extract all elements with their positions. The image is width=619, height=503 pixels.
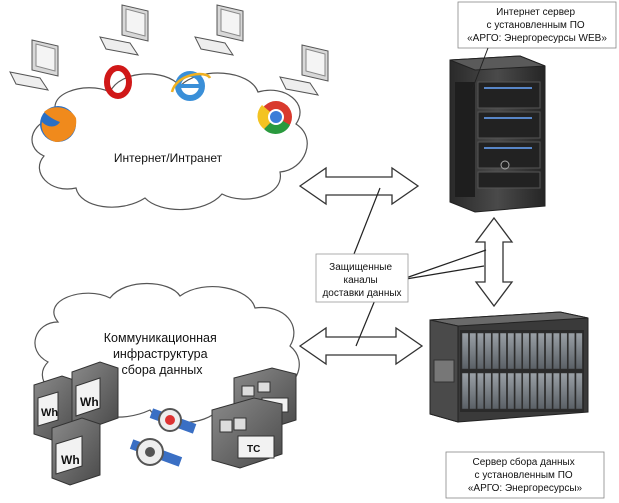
svg-text:Wh: Wh xyxy=(61,453,80,467)
blade-slot xyxy=(476,372,484,410)
internet-cloud: Интернет/Интранет xyxy=(31,72,308,211)
computer-icon xyxy=(9,39,59,91)
channels-callout-lines xyxy=(353,187,487,347)
firefox-icon xyxy=(40,106,77,142)
blade-server-side xyxy=(429,319,459,423)
collection-server-label: Сервер сбора данных с установленным ПО «… xyxy=(445,451,605,499)
blade-slot xyxy=(469,332,477,370)
arrow-internet-to-web-server xyxy=(298,166,420,206)
blade-slot xyxy=(537,332,545,370)
blade-slot xyxy=(530,372,538,410)
blade-slot xyxy=(507,332,515,370)
blade-slot xyxy=(484,372,492,410)
internet-cloud-label: Интернет/Интранет xyxy=(114,151,223,165)
blade-slot xyxy=(469,372,477,410)
channels-label: Защищенные каналы доставки данных xyxy=(315,253,409,303)
blade-slot xyxy=(560,332,568,370)
svg-text:Интернет сервер с устано: Интернет сервер с установленным ПО «АРГО… xyxy=(467,7,607,44)
web-server-label: Интернет сервер с установленным ПО «АРГО… xyxy=(457,1,617,91)
internet-explorer-icon xyxy=(170,71,212,101)
electric-meter-icon: Wh xyxy=(71,361,119,429)
blade-slot xyxy=(575,332,583,370)
blade-slot xyxy=(499,372,507,410)
web-server-icon xyxy=(449,55,546,213)
svg-text:ТС: ТС xyxy=(247,444,260,455)
svg-text:Сервер сбора данных с ус: Сервер сбора данных с установленным ПО «… xyxy=(468,456,583,494)
water-meter-icon xyxy=(149,408,197,434)
chrome-icon xyxy=(257,101,292,134)
blade-slot xyxy=(568,372,576,410)
blade-slot xyxy=(461,332,469,370)
water-meter-icon xyxy=(129,438,183,467)
electric-meter-icon: Wh xyxy=(51,417,101,486)
blade-slot xyxy=(499,332,507,370)
communication-cloud-label: Коммуникационная инфраструктура сбора да… xyxy=(104,331,221,377)
computer-icon xyxy=(99,4,149,56)
blade-slot xyxy=(484,332,492,370)
blade-slot xyxy=(530,332,538,370)
blade-slot xyxy=(492,372,500,410)
blade-slot xyxy=(575,372,583,410)
blade-slot xyxy=(545,372,553,410)
arrow-web-to-collection-server xyxy=(474,216,514,308)
blade-slot xyxy=(545,332,553,370)
computer-icon xyxy=(279,44,329,96)
blade-slot xyxy=(560,372,568,410)
blade-slot xyxy=(476,332,484,370)
blade-slot xyxy=(514,372,522,410)
blade-slot xyxy=(552,372,560,410)
blade-slot xyxy=(514,332,522,370)
opera-icon xyxy=(104,65,132,99)
svg-text:Wh: Wh xyxy=(80,395,99,409)
blade-slot xyxy=(522,332,530,370)
svg-text:Защищенные каналы: Защищенные каналы доставки данных xyxy=(322,262,401,299)
blade-slot xyxy=(537,372,545,410)
blade-slot xyxy=(568,332,576,370)
blade-slot xyxy=(522,372,530,410)
arrow-infrastructure-to-collection-server xyxy=(298,326,424,366)
blade-slot xyxy=(552,332,560,370)
blade-slots xyxy=(461,332,583,410)
heat-meter-icon: ТС xyxy=(211,397,283,469)
svg-text:Wh: Wh xyxy=(41,407,58,419)
blade-slot xyxy=(492,332,500,370)
blade-slot xyxy=(507,372,515,410)
blade-slot xyxy=(461,372,469,410)
computer-icon xyxy=(194,4,244,56)
